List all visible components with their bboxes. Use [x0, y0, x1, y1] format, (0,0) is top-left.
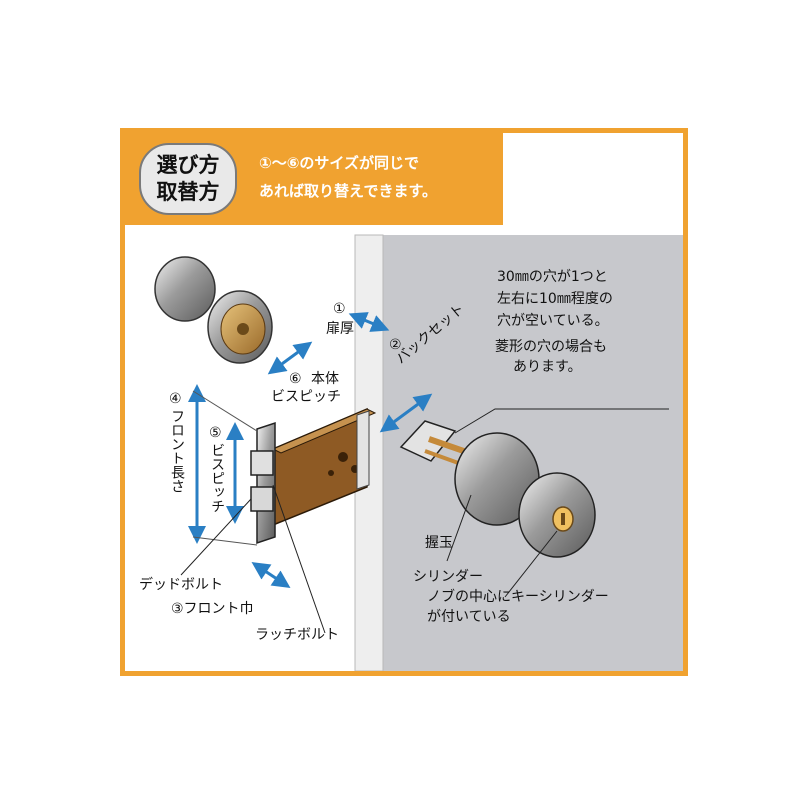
badge-line-1: 選び方	[156, 153, 220, 177]
badge-line-2: 取替方	[156, 180, 220, 204]
door-thickness-num: ①	[333, 301, 346, 317]
cylinder-title: シリンダー	[413, 569, 483, 585]
screw-pitch-num: ⑤	[209, 425, 222, 441]
mounting-plate	[356, 410, 370, 490]
screw-pitch-label: ビスピッチ	[209, 443, 225, 513]
diamond-note-line-2: あります。	[513, 359, 582, 375]
deadbolt	[250, 486, 274, 512]
cylinder-desc-line-2: が付いている	[427, 609, 511, 625]
backset-arrow	[379, 393, 433, 433]
header-bar: 選び方 取替方 ①～⑥のサイズが同じで あれば取り替えできます。	[125, 133, 683, 225]
knob-label: 握玉	[425, 535, 453, 551]
holes-note-line-1: 30㎜の穴が1つと	[497, 269, 608, 285]
selection-badge: 選び方 取替方	[139, 143, 237, 215]
front-width-label: ③フロント巾	[171, 601, 254, 617]
front-plate	[256, 421, 276, 545]
body-screw-pitch-label-2: ビスピッチ	[271, 389, 341, 405]
installed-knob	[454, 432, 596, 558]
header-notice-line-2: あれば取り替えできます。	[259, 182, 438, 200]
diamond-rose-plate	[399, 420, 457, 462]
header-notice: ①～⑥のサイズが同じで あれば取り替えできます。	[259, 149, 499, 205]
backset-num: ②	[389, 337, 402, 353]
header-notice-line-1: ①～⑥のサイズが同じで	[259, 154, 419, 172]
holes-note-line-3: 穴が空いている。	[497, 313, 609, 329]
front-length-num: ④	[169, 391, 182, 407]
door-thickness-label: 扉厚	[326, 321, 354, 337]
body-screw-pitch-label-1: 本体	[311, 371, 339, 387]
body-screw-pitch-num: ⑥	[289, 371, 302, 387]
cylinder-desc-line-1: ノブの中心にキーシリンダー	[427, 589, 609, 605]
front-width-arrow	[251, 562, 291, 588]
diamond-note-line-1: 菱形の穴の場合も	[495, 339, 607, 355]
removed-knob	[154, 256, 273, 364]
front-length-label: フロント長さ	[169, 409, 185, 493]
lock-illustration	[154, 234, 683, 671]
diagram-frame: 選び方 取替方 ①～⑥のサイズが同じで あれば取り替えできます。	[120, 128, 688, 676]
deadbolt-label: デッドボルト	[139, 577, 223, 593]
latch-bolt-label: ラッチボルト	[255, 627, 339, 643]
door-thickness-arrow	[348, 312, 390, 332]
body-screw-pitch-arrow	[267, 341, 313, 375]
holes-note-line-2: 左右に10㎜程度の	[497, 291, 613, 307]
latch-bolt	[250, 450, 274, 476]
lock-case	[271, 407, 377, 527]
